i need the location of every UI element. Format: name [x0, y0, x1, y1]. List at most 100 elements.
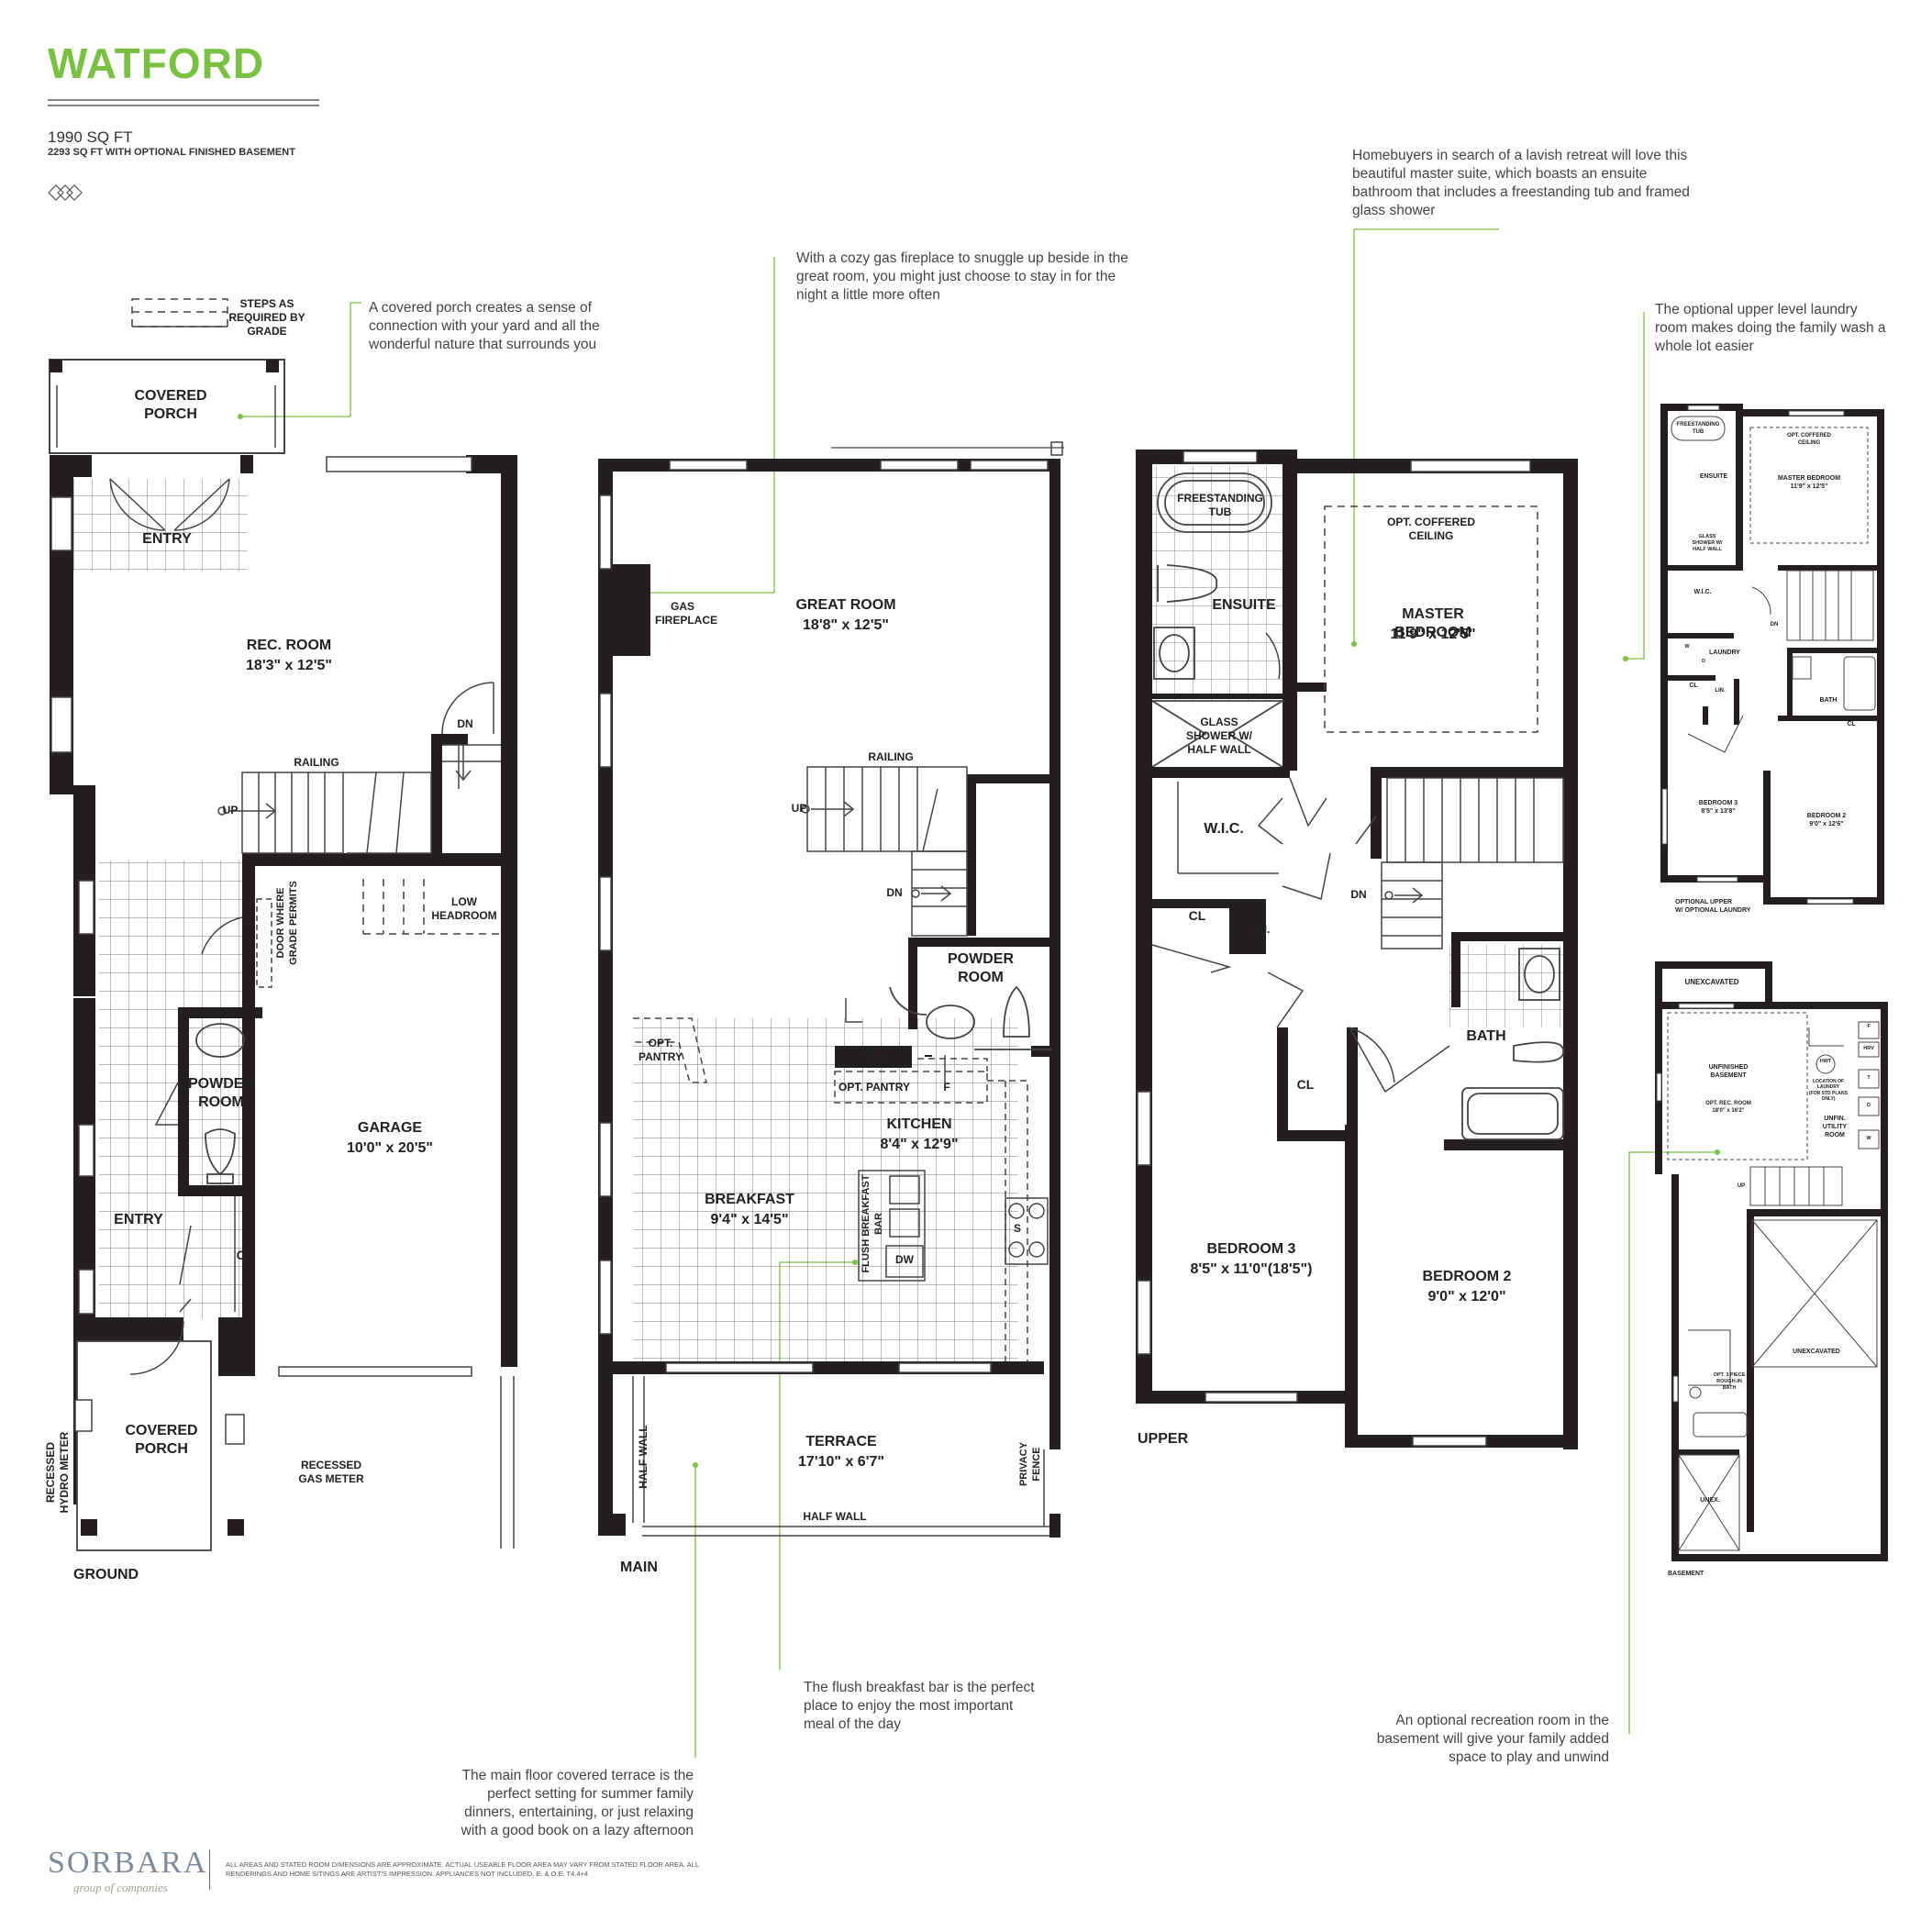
unex-label: UNEX. [1700, 1497, 1720, 1504]
unfin-utility-label: UNFIN. UTILITY ROOM [1822, 1116, 1848, 1138]
covered-porch-bottom-label: COVERED PORCH [125, 1423, 198, 1457]
unexcavated-top-label: UNEXCAVATED [1684, 978, 1739, 986]
opt-closet-label: CL [1689, 683, 1698, 689]
ensuite-label: ENSUITE [1212, 597, 1276, 613]
upper-level-label: UPPER [1138, 1431, 1189, 1447]
gas-fireplace-label: GAS FIREPLACE [655, 600, 718, 627]
fridge-label: F [943, 1081, 950, 1094]
opt-washer-label: W [1684, 644, 1690, 650]
entry-bottom-label: ENTRY [114, 1212, 163, 1227]
opt-laundry-label: LAUNDRY [1709, 650, 1740, 656]
furnace-label: F [1867, 1024, 1871, 1029]
ground-railing-label: RAILING [294, 756, 339, 769]
wic-label: W.I.C. [1204, 821, 1244, 837]
unexcavated-label: UNEXCAVATED [1793, 1349, 1840, 1355]
opt-bedroom3-label: BEDROOM 3 8'5" x 13'8" [1698, 800, 1738, 815]
main-dn-label: DN [886, 886, 903, 899]
covered-porch-top-label: COVERED PORCH [134, 388, 207, 422]
great-room-label: GREAT ROOM [795, 597, 896, 613]
ground-level-label: GROUND [73, 1567, 139, 1582]
unfinished-basement-label: UNFINISHED BASEMENT [1708, 1064, 1749, 1079]
hwt-label: HWT [1819, 1059, 1832, 1064]
diamond-pattern-icon [48, 184, 83, 201]
main-railing-label: RAILING [868, 750, 914, 763]
opt-rec-room-label: OPT. REC. ROOM 18'0" x 16'2" [1705, 1101, 1751, 1114]
upper-closet-mid-label: CL [1296, 1077, 1315, 1092]
opt-master-bedroom-label: MASTER BEDROOM 11'9" x 12'5" [1777, 475, 1841, 490]
rec-room-dim: 18'3" x 12'5" [246, 658, 332, 673]
basement-washer-label: W [1866, 1136, 1871, 1141]
opt-bath-label: BATH [1819, 697, 1838, 704]
ground-dn-label: DN [457, 717, 473, 730]
basement-up-label: UP [1737, 1183, 1746, 1189]
main-level-label: MAIN [620, 1560, 658, 1575]
breakfast-dim: 9'4" x 14'5" [710, 1212, 789, 1227]
main-powder-room-label: POWDER ROOM [948, 951, 1014, 985]
laundry-location-label: LOCATION OF LAUNDRY (FOR STD PLANS ONLY) [1809, 1079, 1848, 1102]
bedroom3-dim: 8'5" x 11'0"(18'5") [1190, 1261, 1313, 1277]
kitchen-label: KITCHEN [886, 1116, 952, 1132]
opt-closet2-label: CL [1847, 721, 1856, 727]
opt-ensuite-label: ENSUITE [1699, 473, 1728, 480]
glass-shower-label: GLASS SHOWER W/ HALF WALL [1186, 716, 1252, 756]
callout-laundry: The optional upper level laundry room ma… [1655, 302, 1886, 354]
bedroom2-dim: 9'0" x 12'0" [1427, 1289, 1506, 1305]
terrace-label: TERRACE [805, 1434, 877, 1449]
dishwasher-label: DW [895, 1253, 914, 1266]
hrv-label: HRV [1863, 1046, 1874, 1051]
opt-linen-label: LIN. [1715, 688, 1726, 694]
callout-breakfast-bar: The flush breakfast bar is the perfect p… [804, 1680, 1035, 1732]
sorbara-logo-subtitle: group of companies [73, 1881, 168, 1894]
opt-upper-caption: OPTIONAL UPPER W/ OPTIONAL LAUNDRY [1675, 899, 1751, 914]
tub-t-label: T [1867, 1075, 1871, 1081]
basement-level-label: BASEMENT [1668, 1571, 1704, 1577]
callout-master: Homebuyers in search of a lavish retreat… [1352, 148, 1690, 218]
sorbara-logo: SORBARA [48, 1846, 208, 1880]
bedroom3-label: BEDROOM 3 [1206, 1241, 1296, 1257]
callout-terrace: The main floor covered terrace is the pe… [461, 1768, 694, 1838]
recessed-gas-label: RECESSED GAS METER [298, 1459, 364, 1485]
kitchen-dim: 8'4" x 12'9" [880, 1137, 959, 1152]
stove-label: S [1013, 1222, 1021, 1235]
garage-dim: 10'0" x 20'5" [347, 1140, 433, 1156]
entry-top-label: ENTRY [142, 531, 192, 547]
plan-title: WATFORD [48, 39, 265, 87]
terrace-dim: 17'10" x 6'7" [798, 1454, 884, 1470]
callout-porch: A covered porch creates a sense of conne… [369, 300, 600, 352]
master-bedroom-label: MASTER BEDROOM [1394, 606, 1471, 640]
low-headroom-label: LOW HEADROOM [431, 895, 497, 922]
opt-freestanding-tub-label: FREESTANDING TUB [1676, 422, 1720, 435]
upper-dn-label: DN [1350, 888, 1367, 901]
opt-dryer-label: D [1702, 659, 1705, 664]
opt-bedroom2-label: BEDROOM 2 9'0" x 12'6" [1806, 813, 1847, 827]
callout-rec-room: An optional recreation room in the basem… [1376, 1713, 1609, 1765]
footer-divider [209, 1849, 210, 1890]
opt-3piece-bath-label: OPT. 3 PIECE ROUGH-IN BATH [1713, 1372, 1746, 1391]
half-wall-bottom-label: HALF WALL [803, 1510, 867, 1523]
bedroom2-label: BEDROOM 2 [1422, 1269, 1512, 1284]
title-rule [48, 99, 319, 101]
opt-coffered-label: OPT. COFFERED CEILING [1386, 516, 1475, 542]
opt-pantry-label: OPT. PANTRY [838, 1081, 910, 1094]
breakfast-label: BREAKFAST [705, 1192, 794, 1207]
upper-closet-top-label: CL [1188, 908, 1206, 923]
callout-fireplace: With a cozy gas fireplace to snuggle up … [796, 250, 1128, 303]
steps-label: STEPS AS REQUIRED BY GRADE [228, 297, 305, 338]
rec-room-label: REC. ROOM [246, 638, 332, 653]
square-footage-basement: 2293 SQ FT WITH OPTIONAL FINISHED BASEME… [48, 147, 295, 158]
ground-powder-room-label: POWDER ROOM [188, 1076, 254, 1110]
freestanding-tub-label: FREESTANDING TUB [1177, 492, 1263, 518]
main-closet-label: CL [864, 1046, 883, 1060]
ground-closet-label: CL [236, 1248, 254, 1262]
square-footage: 1990 SQ FT [48, 128, 133, 146]
great-room-dim: 18'8" x 12'5" [803, 617, 889, 633]
master-bedroom-dim: 11'9" x 12'5" [1390, 627, 1476, 642]
opt-dn-label: DN [1770, 622, 1779, 627]
main-up-label: UP [791, 802, 807, 815]
bath-label: BATH [1466, 1028, 1506, 1044]
